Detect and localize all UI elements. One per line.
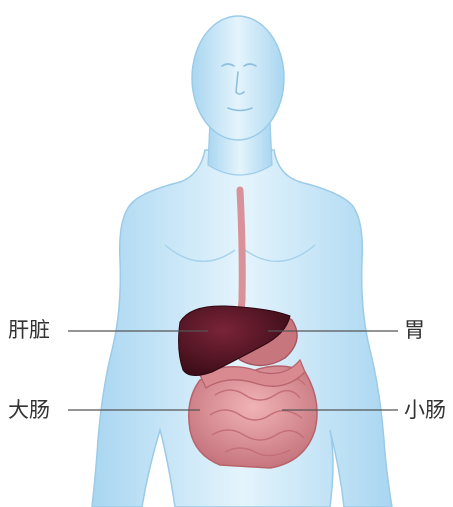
small-intestine-label: 小肠 bbox=[404, 398, 446, 422]
large-intestine-label: 大肠 bbox=[8, 398, 50, 422]
stomach-label: 胃 bbox=[404, 318, 425, 342]
liver-label: 肝脏 bbox=[8, 318, 50, 342]
